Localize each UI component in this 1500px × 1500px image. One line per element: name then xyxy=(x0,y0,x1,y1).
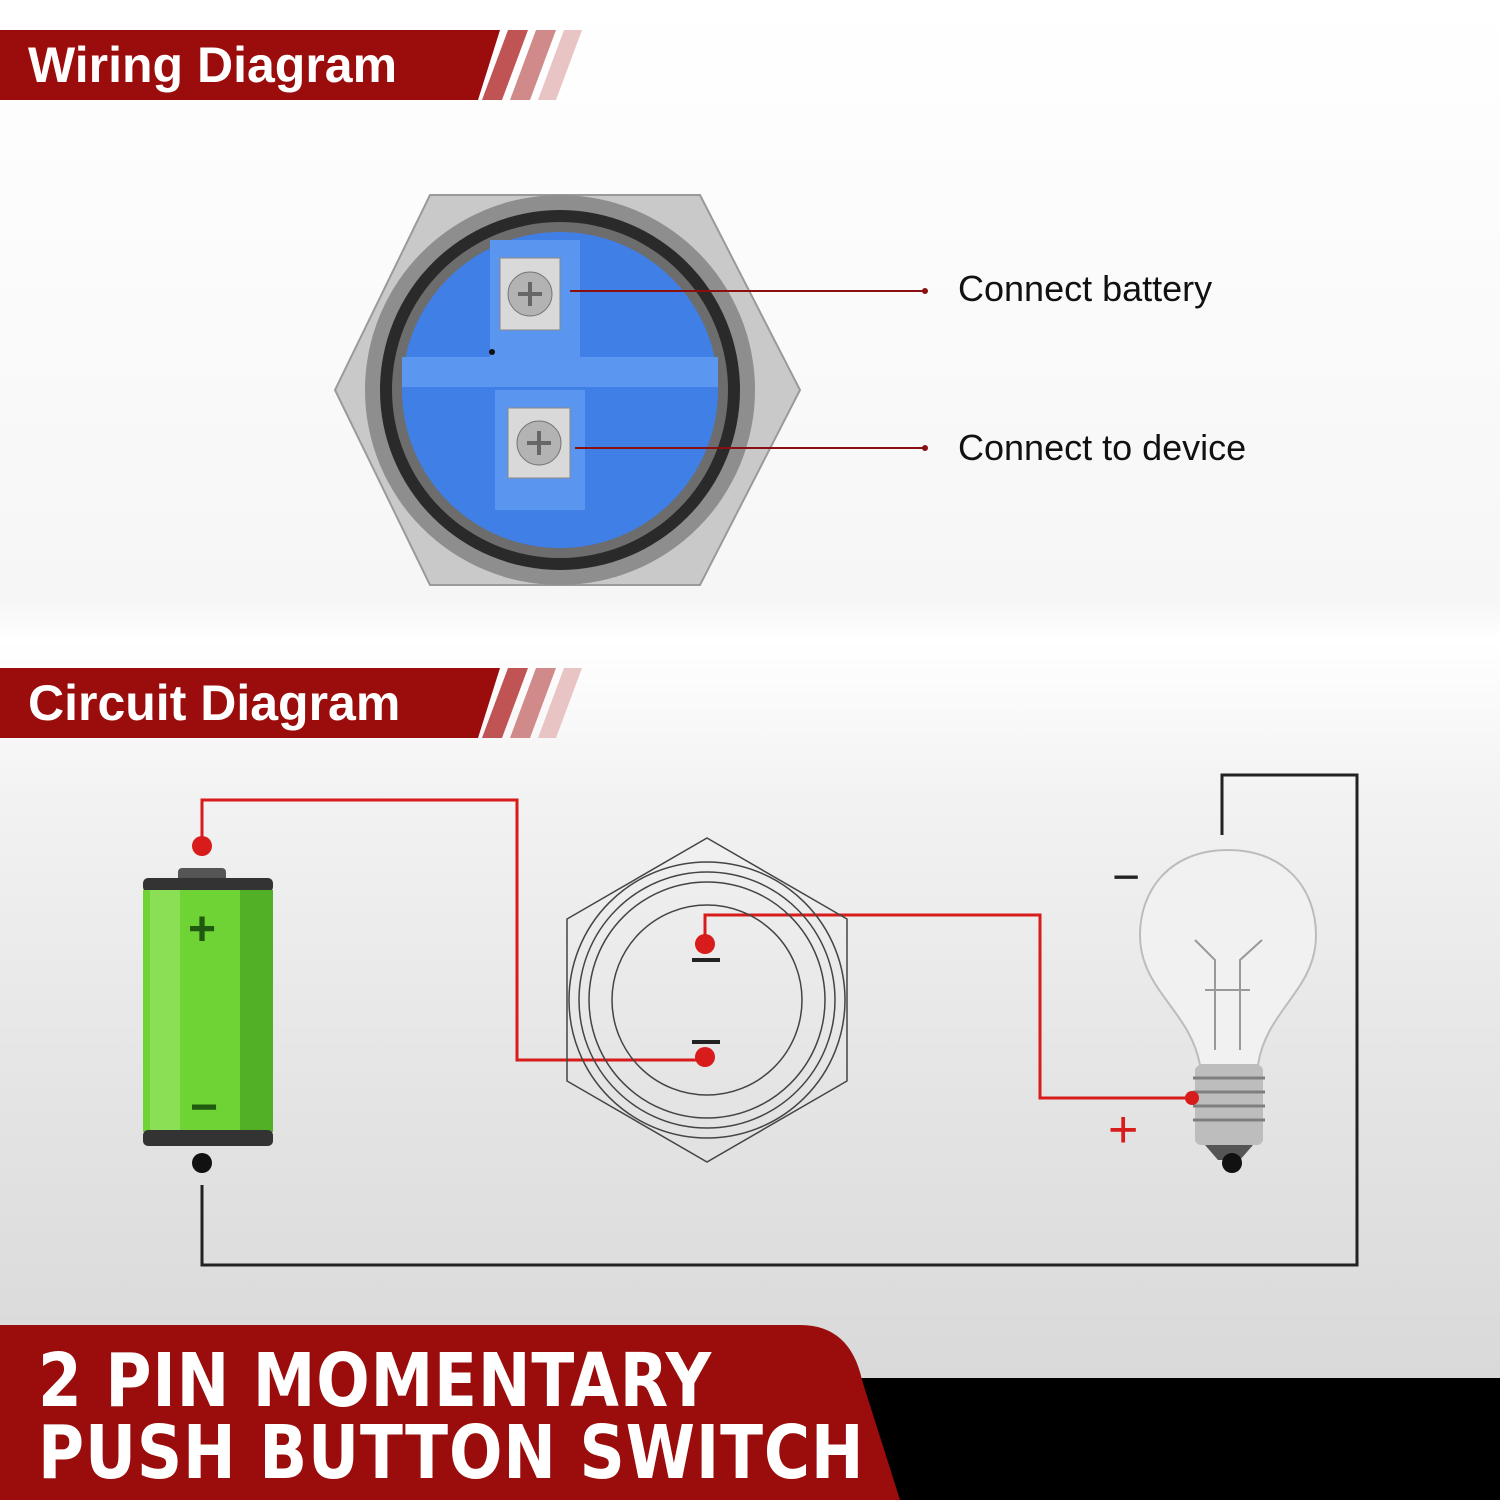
battery-minus-sign: − xyxy=(190,1081,219,1134)
banner-black-band xyxy=(840,1378,1500,1500)
label-connect-battery: Connect battery xyxy=(958,268,1213,309)
bulb-plus-sign: + xyxy=(1108,1101,1139,1159)
black-wire-return xyxy=(200,773,1359,1267)
header-stripes-circuit xyxy=(462,668,582,738)
label-connect-device: Connect to device xyxy=(958,427,1247,468)
header-stripes-wiring xyxy=(462,30,582,100)
leader-lines xyxy=(570,288,928,451)
bulb-minus-sign: − xyxy=(1112,851,1141,904)
banner-title-line1: 2 PIN MOMENTARY xyxy=(38,1338,712,1424)
switch-pins xyxy=(692,934,720,1067)
screw-terminal-top xyxy=(499,257,561,331)
red-wire-battery-switch xyxy=(200,798,705,1062)
banner-title-line2: PUSH BUTTON SWITCH xyxy=(38,1410,865,1496)
red-wire-switch-bulb xyxy=(703,913,1192,1100)
wiring-diagram-header: Wiring Diagram xyxy=(0,30,470,100)
switch-photo xyxy=(333,194,802,586)
battery-icon xyxy=(143,836,273,1173)
screw-terminal-bottom xyxy=(507,407,571,479)
circuit-diagram-header: Circuit Diagram xyxy=(0,668,470,738)
battery-plus-sign: + xyxy=(188,903,217,956)
light-bulb-icon xyxy=(1138,848,1318,1173)
switch-symbol xyxy=(566,837,848,1163)
banner-red-shape xyxy=(0,1325,900,1500)
